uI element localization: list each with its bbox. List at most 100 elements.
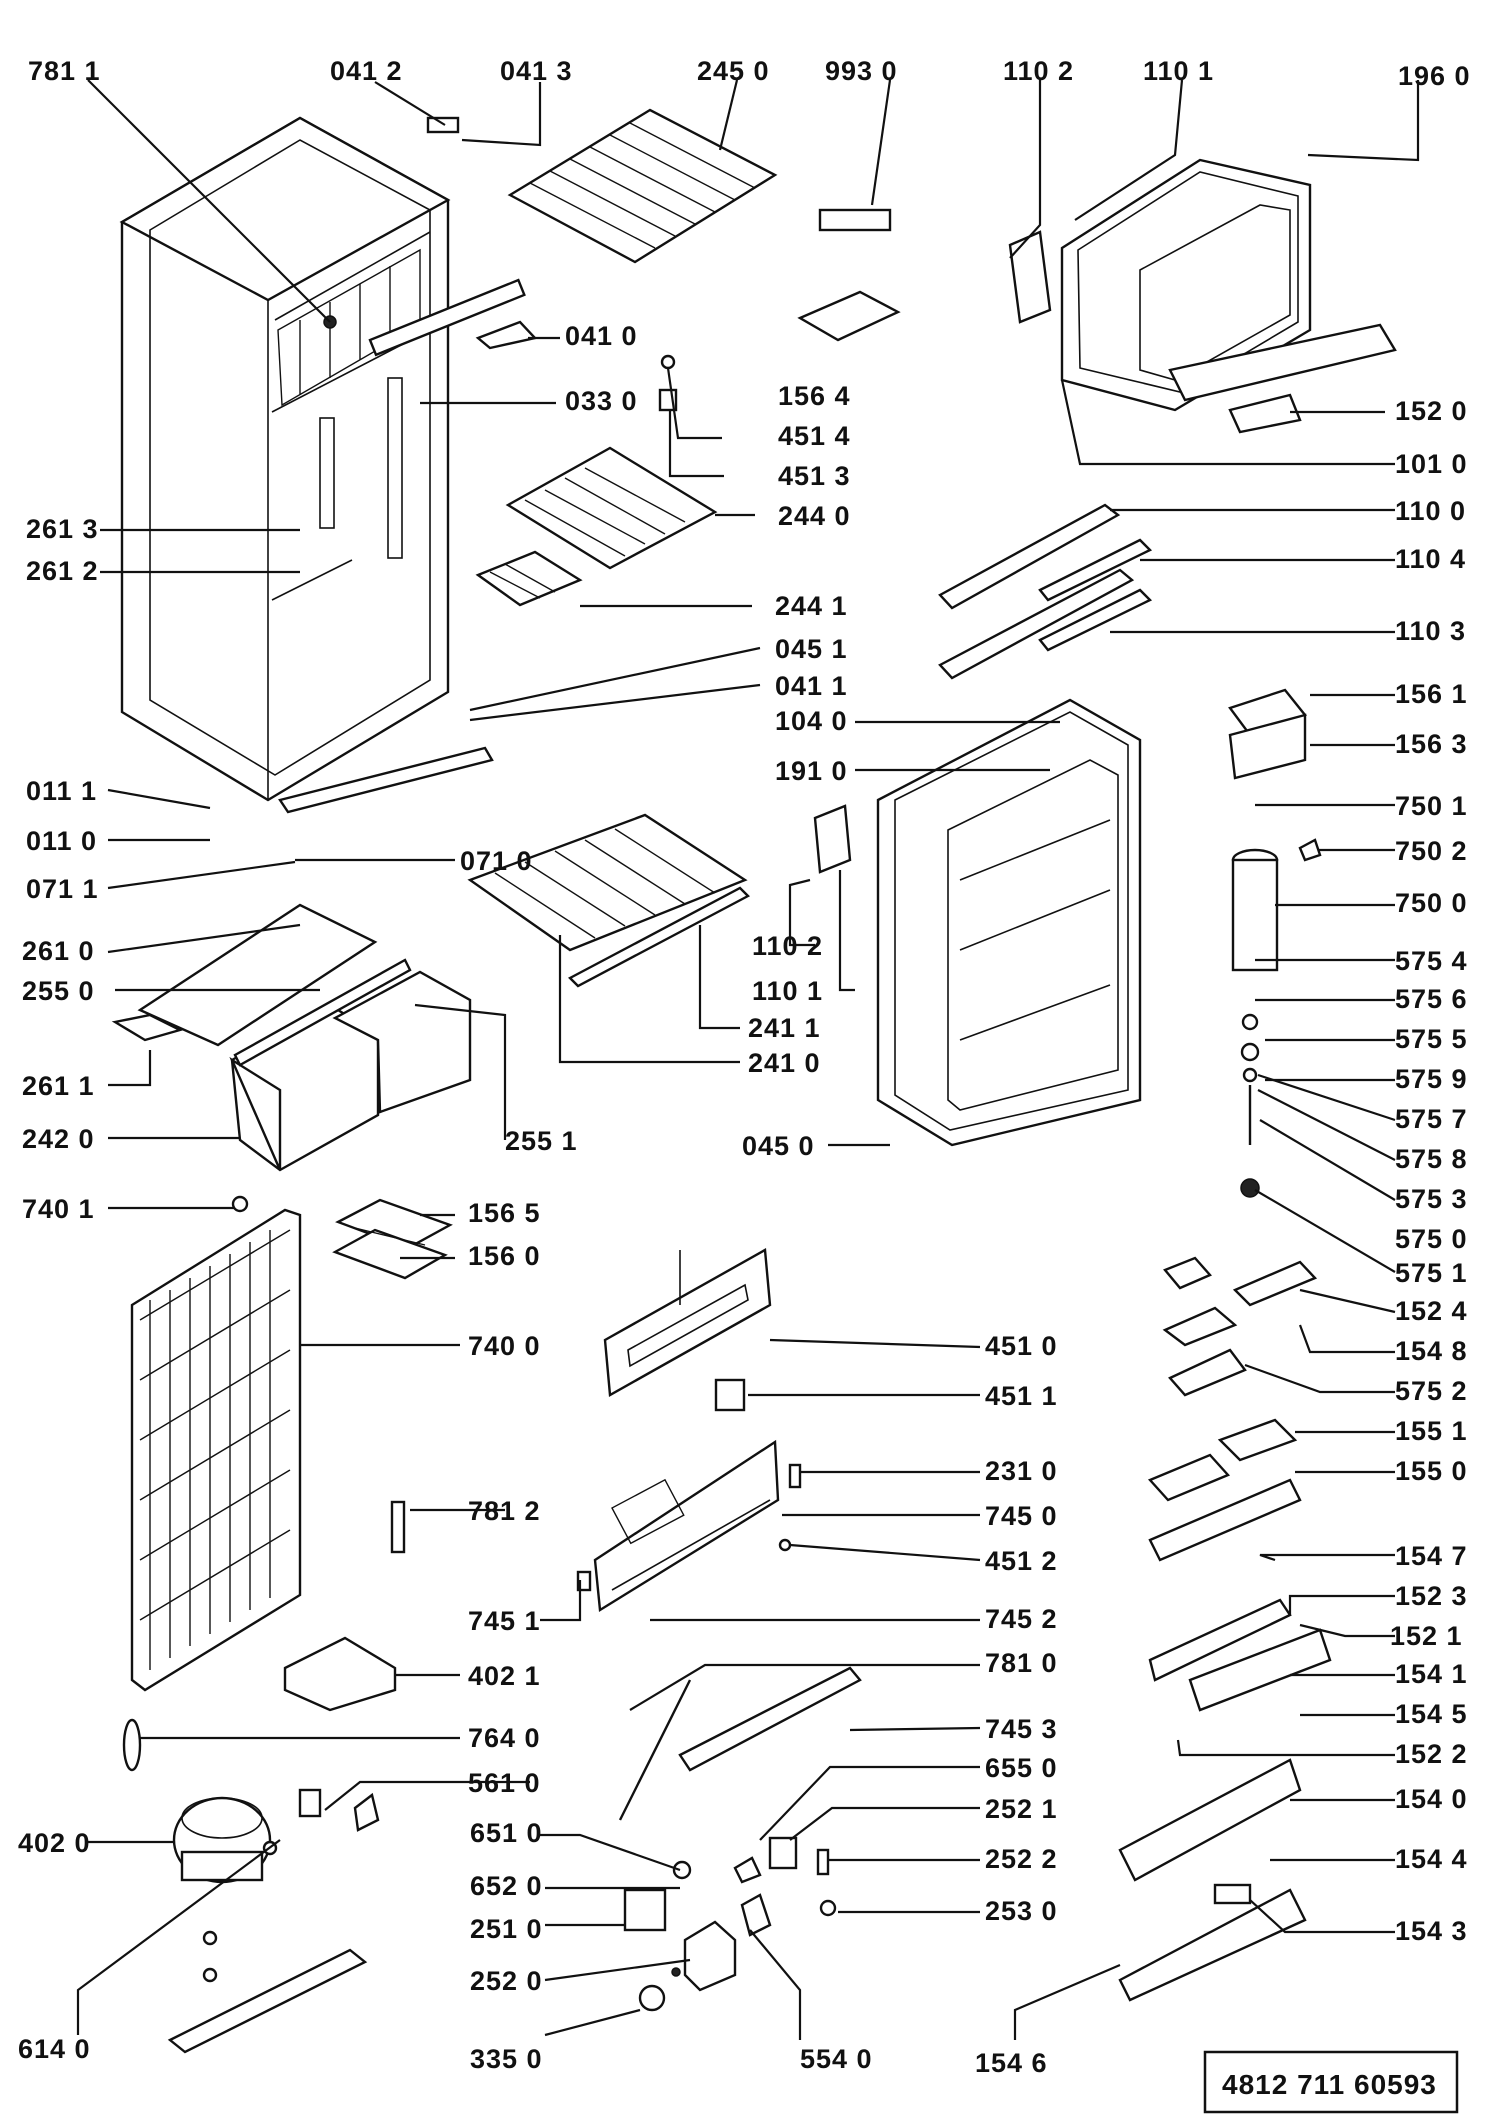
callout-label: 033 0: [565, 386, 638, 416]
callout-label: 575 5: [1395, 1024, 1468, 1054]
callout-label: 781 0: [985, 1648, 1058, 1678]
callout-label: 242 0: [22, 1124, 95, 1154]
callout-label: 152 0: [1395, 396, 1468, 426]
callout-label: 156 0: [468, 1241, 541, 1271]
callout-label: 651 0: [470, 1818, 543, 1848]
callout-label: 154 8: [1395, 1336, 1468, 1366]
callout-label: 252 0: [470, 1966, 543, 1996]
callout-label: 011 0: [26, 826, 97, 856]
callout-label: 045 1: [775, 634, 848, 664]
callout-label: 255 0: [22, 976, 95, 1006]
callout-label: 244 1: [775, 591, 848, 621]
callout-label: 152 2: [1395, 1739, 1468, 1769]
overload-part: [353, 1792, 380, 1832]
callout-label: 575 8: [1395, 1144, 1468, 1174]
callout-label: 255 1: [505, 1126, 578, 1156]
callout-label: 261 3: [26, 514, 99, 544]
callout-label: 154 0: [1395, 1784, 1468, 1814]
callout-label: 451 1: [985, 1381, 1058, 1411]
leader-lines: [76, 79, 1420, 2040]
callout-label: 071 1: [26, 874, 99, 904]
freezer-shelf: [507, 108, 778, 264]
right-parts: [1118, 688, 1332, 2002]
callout-label: 575 4: [1395, 946, 1468, 976]
callout-label: 154 1: [1395, 1659, 1468, 1689]
fridge-door: [813, 698, 1142, 1147]
callout-label: 110 1: [752, 976, 823, 1006]
compressor: [172, 1796, 278, 1884]
grommet: [202, 1930, 218, 1946]
callout-label: 451 3: [778, 461, 851, 491]
callout-label: 655 0: [985, 1753, 1058, 1783]
callout-label: 231 0: [985, 1456, 1058, 1486]
callout-label: 575 1: [1395, 1258, 1468, 1288]
callout-label: 251 0: [470, 1914, 543, 1944]
callout-labels: 781 1 041 2 041 3 245 0 993 0 110 2 110 …: [18, 56, 1471, 2078]
callout-label: 154 7: [1395, 1541, 1468, 1571]
crisper-assembly: [111, 746, 494, 1172]
sensor-part: [390, 1500, 406, 1554]
handle-part: [818, 208, 892, 232]
callout-label: 156 3: [1395, 729, 1468, 759]
callout-label: 241 1: [748, 1013, 821, 1043]
callout-label: 575 2: [1395, 1376, 1468, 1406]
callout-label: 575 7: [1395, 1104, 1468, 1134]
callout-label: 335 0: [470, 2044, 543, 2074]
callout-label: 156 4: [778, 381, 851, 411]
callout-label: 253 0: [985, 1896, 1058, 1926]
callout-label: 745 3: [985, 1714, 1058, 1744]
callout-label: 155 1: [1395, 1416, 1468, 1446]
top-hinge: [475, 320, 538, 350]
callout-label: 575 0: [1395, 1224, 1468, 1254]
callout-label: 252 1: [985, 1794, 1058, 1824]
document-id: 4812 711 60593: [1222, 2069, 1437, 2100]
callout-label: 152 3: [1395, 1581, 1468, 1611]
callout-label: 745 1: [468, 1606, 541, 1636]
callout-label: 041 0: [565, 321, 638, 351]
callout-label: 781 1: [28, 56, 101, 86]
callout-label: 041 1: [775, 671, 848, 701]
callout-label: 614 0: [18, 2034, 91, 2064]
relay-part: [298, 1788, 322, 1818]
condenser-coil: [130, 1195, 302, 1692]
callout-label: 156 1: [1395, 679, 1468, 709]
callout-label: 402 1: [468, 1661, 541, 1691]
callout-label: 750 2: [1395, 836, 1468, 866]
gasket-part: [122, 1718, 142, 1772]
callout-label: 196 0: [1398, 61, 1471, 91]
callout-label: 152 1: [1390, 1621, 1463, 1651]
parts-drawing: [111, 108, 1397, 2054]
callout-label: 110 1: [1143, 56, 1214, 86]
document-reference-box: 4812 711 60593: [1203, 2050, 1459, 2114]
callout-label: 152 4: [1395, 1296, 1468, 1326]
lamp-cover: [603, 1248, 772, 1412]
callout-label: 575 9: [1395, 1064, 1468, 1094]
callout-label: 245 0: [697, 56, 770, 86]
callout-label: 154 3: [1395, 1916, 1468, 1946]
door-rails: [938, 503, 1153, 680]
callout-label: 154 5: [1395, 1699, 1468, 1729]
small-trays: [332, 1198, 453, 1280]
callout-label: 156 5: [468, 1198, 541, 1228]
callout-label: 261 1: [22, 1071, 95, 1101]
control-panel: [576, 1439, 802, 1613]
cabinet-body: [119, 116, 451, 802]
callout-label: 575 3: [1395, 1184, 1468, 1214]
callout-label: 154 4: [1395, 1844, 1468, 1874]
bolt: [660, 354, 676, 370]
callout-label: 451 0: [985, 1331, 1058, 1361]
callout-label: 041 2: [330, 56, 403, 86]
callout-label: 244 0: [778, 501, 851, 531]
callout-label: 191 0: [775, 756, 848, 786]
callout-label: 110 4: [1395, 544, 1466, 574]
callout-label: 575 6: [1395, 984, 1468, 1014]
callout-label: 110 2: [752, 931, 823, 961]
fridge-wire-shelf: [467, 813, 750, 988]
thermostat-capillary: [618, 1679, 692, 1821]
callout-label: 764 0: [468, 1723, 541, 1753]
callout-label: 554 0: [800, 2044, 873, 2074]
callout-label: 011 1: [26, 776, 97, 806]
callout-label: 071 0: [460, 846, 533, 876]
compressor-cover: [283, 1636, 397, 1712]
